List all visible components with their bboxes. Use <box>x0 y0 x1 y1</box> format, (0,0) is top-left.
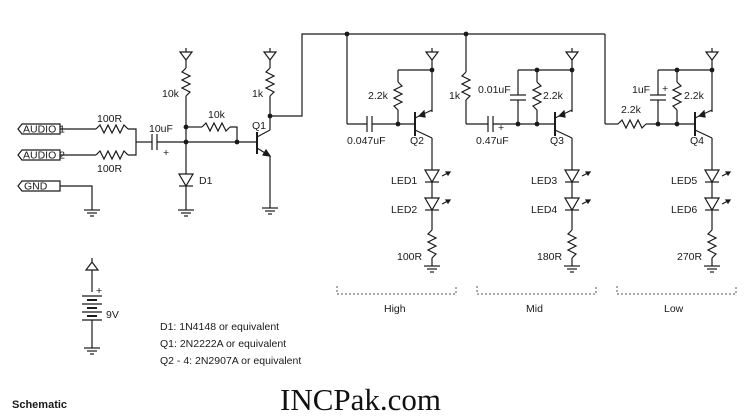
mid-band: 1k + 0.47uF 0.01uF 2.2k <box>449 31 597 315</box>
capacitor-high: 0.047uF <box>347 116 386 147</box>
capacitor-mid: + 0.47uF <box>476 116 509 147</box>
resistor-high: 2.2k <box>368 70 404 124</box>
audio1-label: AUDIO 1 <box>23 124 65 136</box>
resistor-in2-value: 100R <box>97 163 123 175</box>
resistor-q1-value: 1k <box>252 88 264 100</box>
note-q2-4: Q2 - 4: 2N2907A or equivalent <box>160 355 301 367</box>
diode-d1-label: D1 <box>199 175 213 187</box>
resistor-mid-top-value: 1k <box>449 90 461 102</box>
vcc-q2 <box>424 48 440 112</box>
band-high-label: High <box>384 303 406 315</box>
transistor-q1-label: Q1 <box>252 120 266 132</box>
resistor-high-value: 2.2k <box>368 90 389 102</box>
capacitor-low-feedback-value: 1uF <box>632 84 650 96</box>
resistor-led-high: 100R <box>397 229 440 273</box>
led6: LED6 <box>671 197 732 216</box>
diode-d1: D1 <box>177 173 213 217</box>
vcc-q3 <box>564 48 580 112</box>
note-d1: D1: 1N4148 or equivalent <box>160 321 279 333</box>
resistor-led-mid: 180R <box>537 229 580 273</box>
led4: LED4 <box>531 197 592 216</box>
bracket-low <box>616 286 737 295</box>
led3-label: LED3 <box>531 175 557 187</box>
audio1-terminal: AUDIO 1 <box>17 123 96 136</box>
resistor-led-high-value: 100R <box>397 251 423 263</box>
capacitor-low-feedback: 1uF + <box>632 70 668 124</box>
resistor-in2: 100R <box>95 149 129 175</box>
resistor-low-value: 2.2k <box>684 90 705 102</box>
transistor-q1: Q1 <box>237 120 278 215</box>
audio2-terminal: AUDIO 2 <box>17 149 96 162</box>
gnd-label: GND <box>24 181 48 193</box>
resistor-q1: 1k <box>252 33 605 130</box>
resistor-led-low: 270R <box>677 229 720 273</box>
note-q1: Q1: 2N2222A or equivalent <box>160 338 286 350</box>
band-low-label: Low <box>664 303 684 315</box>
resistor-led-low-value: 270R <box>677 251 703 263</box>
led4-label: LED4 <box>531 204 557 216</box>
svg-text:+: + <box>662 83 668 95</box>
led6-label: LED6 <box>671 204 697 216</box>
capacitor-in: 10uF + <box>149 123 173 159</box>
capacitor-mid-value: 0.47uF <box>476 135 509 147</box>
led2-label: LED2 <box>391 204 417 216</box>
transistor-q2: Q2 <box>410 109 433 147</box>
resistor-mid-top: 1k <box>449 71 472 102</box>
bracket-mid <box>476 286 597 295</box>
resistor-feedback: 10k <box>186 109 238 142</box>
resistor-bias-value: 10k <box>162 88 180 100</box>
resistor-mid: 2.2k <box>531 70 564 124</box>
led2: LED2 <box>391 197 452 216</box>
band-mid-label: Mid <box>526 303 543 315</box>
led3: LED3 <box>531 169 592 187</box>
resistor-low-input: 2.2k <box>617 104 647 130</box>
led1-label: LED1 <box>391 175 417 187</box>
parts-notes: D1: 1N4148 or equivalent Q1: 2N2222A or … <box>160 321 301 367</box>
capacitor-high-value: 0.047uF <box>347 135 386 147</box>
transistor-q4-label: Q4 <box>690 135 704 147</box>
vcc-bias <box>178 48 194 68</box>
low-band: 2.2k 1uF + 2.2k <box>604 34 737 315</box>
resistor-in1: 100R <box>95 113 129 135</box>
led1: LED1 <box>391 169 452 187</box>
resistor-feedback-value: 10k <box>208 109 226 121</box>
transistor-q2-label: Q2 <box>410 135 424 147</box>
led5: LED5 <box>671 169 732 187</box>
svg-text:+: + <box>163 147 169 159</box>
battery-label: 9V <box>106 309 119 321</box>
battery: + 9V <box>82 258 119 355</box>
capacitor-mid-feedback-value: 0.01uF <box>478 84 511 96</box>
resistor-mid-value: 2.2k <box>543 90 564 102</box>
high-band: 0.047uF 2.2k Q2 LED <box>336 31 457 315</box>
watermark: INCPak.com <box>280 382 441 417</box>
gnd-terminal: GND <box>17 180 100 217</box>
audio2-label: AUDIO 2 <box>23 150 65 162</box>
vcc-q4 <box>704 48 720 112</box>
capacitor-in-value: 10uF <box>149 123 173 135</box>
resistor-led-mid-value: 180R <box>537 251 563 263</box>
transistor-q4: Q4 <box>690 109 713 147</box>
svg-text:+: + <box>96 285 102 297</box>
capacitor-mid-feedback: 0.01uF <box>478 70 526 124</box>
svg-text:+: + <box>498 122 504 134</box>
resistor-bias-top: 10k <box>162 67 192 100</box>
input-section: AUDIO 1 AUDIO 2 GND 100R 100R <box>17 33 605 217</box>
led5-label: LED5 <box>671 175 697 187</box>
bracket-high <box>336 286 457 295</box>
transistor-q3-label: Q3 <box>550 135 564 147</box>
resistor-in1-value: 100R <box>97 113 123 125</box>
schematic-caption: Schematic <box>12 399 67 411</box>
resistor-low-input-value: 2.2k <box>621 104 642 116</box>
transistor-q3: Q3 <box>550 109 573 147</box>
